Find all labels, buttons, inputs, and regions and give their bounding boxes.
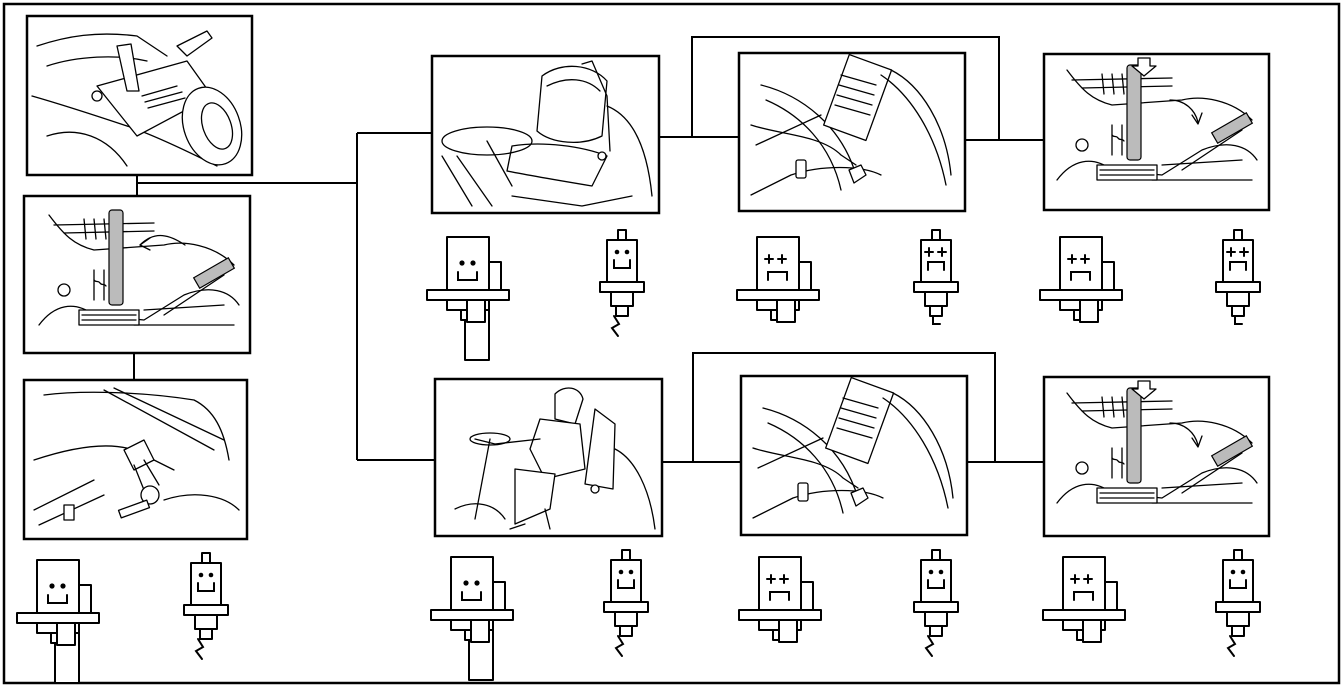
panel-seat-empty	[432, 56, 659, 213]
panel-throttle-press-bottom	[1044, 377, 1269, 536]
panel-mower-deck-bottom	[741, 376, 967, 535]
starter-motor-plus-plus-icon	[739, 557, 821, 642]
starter-motor-happy-icon	[431, 557, 513, 680]
spark-plug-happy-icon	[1216, 550, 1260, 656]
panel-lever-top-view	[27, 16, 252, 175]
starter-motor-happy-icon	[17, 560, 99, 683]
spark-plug-plus-plus-icon	[914, 230, 958, 324]
outcome-p6	[1040, 230, 1260, 324]
spark-plug-happy-icon	[604, 550, 648, 656]
outcome-p7	[431, 550, 648, 680]
outcome-p3	[17, 553, 228, 683]
outcome-p9	[1043, 550, 1260, 656]
spark-plug-plus-plus-icon	[1216, 230, 1260, 324]
spark-plug-happy-icon	[914, 550, 958, 656]
starter-motor-plus-plus-icon	[1043, 557, 1125, 642]
panel-seat-occupied	[435, 379, 662, 536]
panel-mower-deck-top	[739, 53, 965, 211]
panel-brake-pedal	[24, 380, 247, 539]
spark-plug-happy-icon	[600, 230, 644, 336]
starter-motor-happy-icon	[427, 237, 509, 360]
panel-throttle-choke	[24, 196, 250, 353]
starter-motor-plus-plus-icon	[737, 237, 819, 322]
outcome-p4	[427, 230, 644, 360]
starter-motor-plus-plus-icon	[1040, 237, 1122, 322]
outcome-p8	[739, 550, 958, 656]
outcome-p5	[737, 230, 958, 324]
panel-throttle-press-top	[1044, 54, 1269, 210]
spark-plug-happy-icon	[184, 553, 228, 659]
